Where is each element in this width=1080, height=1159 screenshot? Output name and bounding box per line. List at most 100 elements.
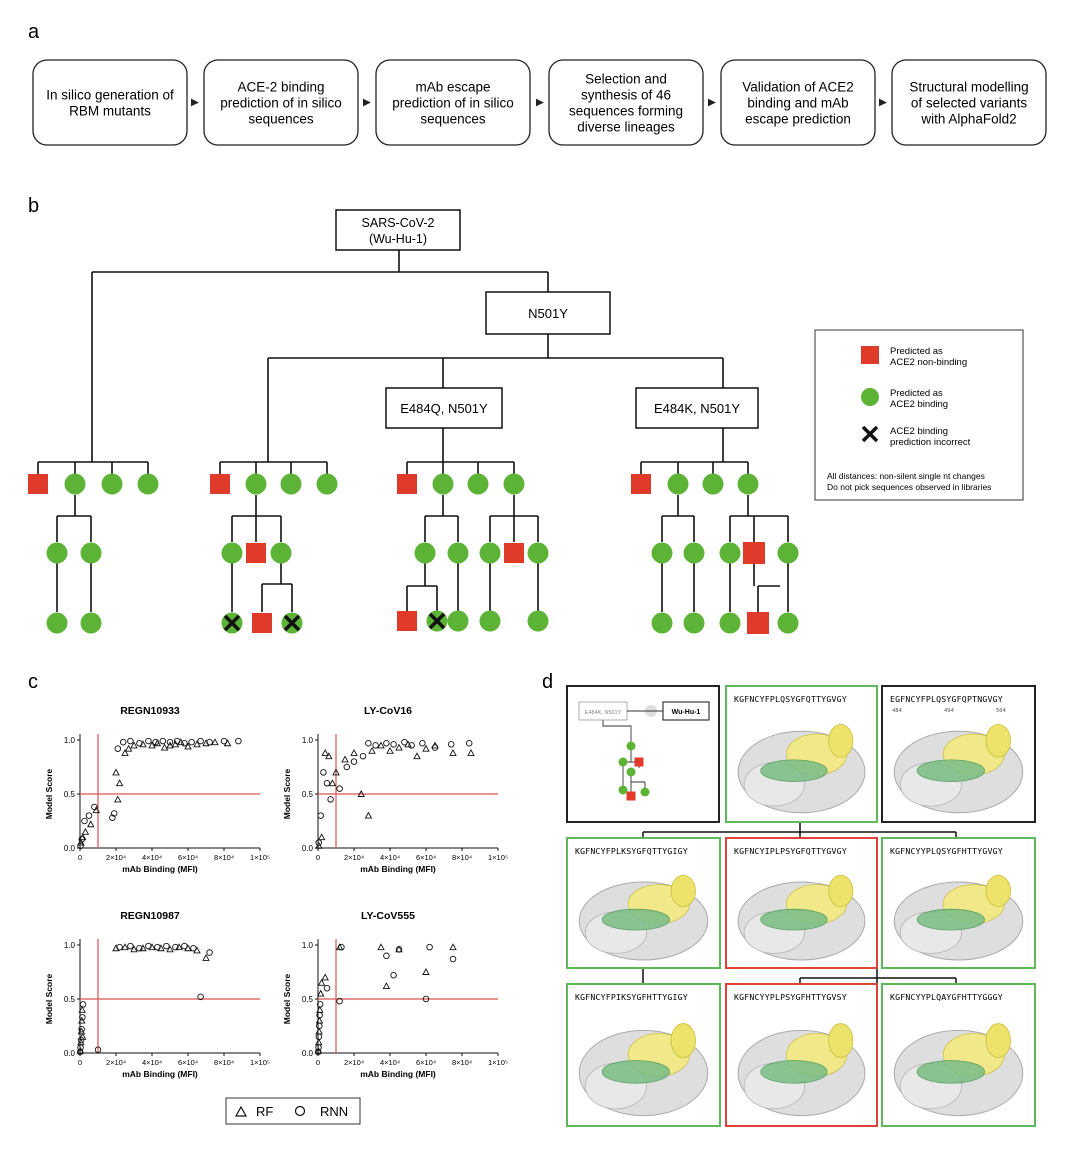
x-tick-label: 1×10⁵ — [250, 1058, 270, 1067]
rnn-point — [85, 812, 93, 819]
chart-title: LY-CoV16 — [364, 705, 412, 717]
chart-title: REGN10987 — [120, 910, 180, 922]
x-tick-label: 8×10⁴ — [452, 853, 472, 862]
binding-circle — [651, 542, 673, 564]
rnn-point — [343, 763, 351, 771]
legend-red-square — [861, 346, 879, 364]
legend-nonbinding-2: ACE2 non-binding — [890, 357, 967, 368]
rnn-point — [426, 943, 433, 951]
nonbinding-square — [747, 612, 769, 634]
pipeline-step-4-line: synthesis of 46 — [581, 88, 671, 103]
lineage-tree — [37, 250, 789, 612]
rf-point — [112, 768, 120, 776]
green-region — [760, 908, 828, 931]
rnn-point — [315, 839, 322, 846]
x-tick-label: 4×10⁴ — [142, 853, 162, 862]
rnn-point — [127, 942, 134, 950]
rnn-point — [188, 738, 195, 746]
green-region — [916, 1060, 985, 1084]
x-tick-label: 0 — [316, 853, 320, 862]
rf-point — [321, 749, 329, 756]
rnn-point — [81, 817, 88, 825]
rf-point — [314, 1046, 323, 1054]
pipeline-step-2-line: ACE-2 binding — [237, 80, 324, 95]
yellow-region — [828, 1023, 854, 1059]
rnn-point — [316, 1011, 323, 1019]
binding-circle — [737, 473, 759, 495]
e484q-node — [385, 387, 503, 429]
rf-point — [377, 741, 385, 749]
rf-point — [328, 779, 337, 787]
structure-cell-9: KGFNCYYPLQAYGFHTTYGGGY — [881, 983, 1036, 1127]
rnn-point — [116, 943, 123, 951]
rnn-point — [422, 995, 430, 1003]
rf-point — [386, 746, 394, 754]
pipeline-step-3-line: sequences — [420, 112, 486, 127]
rnn-point — [152, 738, 159, 746]
rnn-point — [419, 739, 426, 747]
nonbinding-square — [631, 474, 651, 494]
binding-circle — [101, 473, 123, 495]
mini-binding-circle — [640, 787, 650, 797]
green-region — [760, 759, 828, 782]
y-tick-label: 0.5 — [64, 995, 76, 1004]
structure-cell-8: KGFNCYYPLPSYGFHTTYGVSY — [725, 983, 878, 1127]
binding-circle — [432, 473, 454, 495]
x-tick-label: 8×10⁴ — [214, 853, 234, 862]
e484k-label: E484K, N501Y — [654, 401, 740, 416]
position-label: 494 — [944, 708, 955, 714]
rf-point — [184, 742, 192, 750]
nonbinding-square — [743, 542, 765, 564]
sequence-label: KGFNCYFPLKSYGFQTTYGIGY — [575, 846, 688, 856]
rnn-point — [317, 812, 324, 819]
x-tick-label: 1×10⁵ — [250, 853, 270, 862]
rf-point — [166, 945, 174, 953]
x-tick-label: 0 — [316, 1058, 320, 1067]
binding-circle — [316, 473, 338, 495]
green-region — [916, 908, 985, 931]
pipeline-step-4-line: Selection and — [585, 72, 667, 87]
rf-point — [112, 944, 120, 952]
rnn-point — [350, 758, 358, 765]
rnn-point — [365, 739, 372, 747]
incorrect-cross-icon — [428, 612, 446, 630]
rnn-point — [336, 785, 343, 792]
structure-cell-7: KGFNCYFPIKSYGFHTTYGIGY — [566, 983, 721, 1127]
pipeline-step-5 — [720, 59, 876, 146]
rf-point — [422, 968, 430, 975]
legend-incorrect-1: ACE2 binding — [890, 426, 948, 437]
y-tick-label: 1.0 — [302, 941, 314, 950]
rnn-point — [127, 737, 134, 745]
panel-label-a: a — [28, 21, 40, 43]
rnn-point — [314, 1048, 322, 1056]
y-tick-label: 0.5 — [302, 995, 314, 1004]
rnn-point — [235, 737, 242, 745]
nonbinding-square — [210, 474, 230, 494]
rnn-point — [431, 744, 439, 751]
green-region — [601, 1060, 670, 1084]
pipeline-step-3 — [375, 59, 531, 146]
rnn-point — [78, 836, 86, 843]
y-tick-label: 0.0 — [64, 844, 76, 853]
pipeline-step-6-line: with AlphaFold2 — [920, 112, 1016, 127]
y-axis-label: Model Score — [44, 973, 54, 1024]
pipeline-step-3-line: prediction of in silico — [392, 96, 514, 111]
rf-point — [130, 741, 138, 749]
rnn-point — [190, 944, 197, 952]
x-tick-label: 6×10⁴ — [416, 853, 436, 862]
yellow-region — [670, 1023, 696, 1059]
e484q-label: E484Q, N501Y — [400, 401, 488, 416]
pipeline-step-1-line: RBM mutants — [69, 104, 151, 119]
x-axis-label: mAb Binding (MFI) — [122, 1069, 198, 1079]
rnn-point — [390, 971, 397, 979]
rf-point — [202, 739, 210, 747]
binding-circle — [46, 612, 68, 634]
rf-point — [317, 833, 326, 841]
rnn-point — [181, 942, 188, 950]
rnn-point — [336, 997, 343, 1005]
pipeline-step-1-line: In silico generation of — [46, 88, 174, 103]
rf-point — [467, 749, 475, 756]
